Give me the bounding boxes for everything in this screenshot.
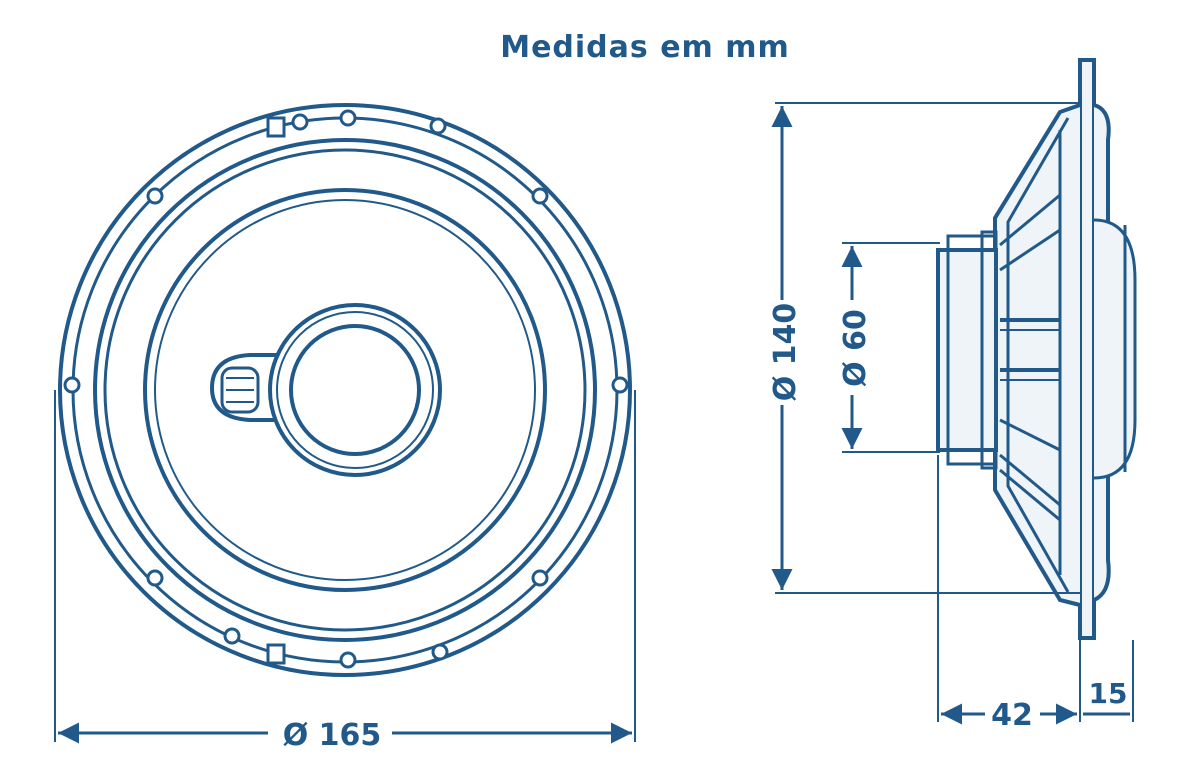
speaker-side-view [936, 58, 1137, 640]
mount-hole [63, 376, 81, 394]
mount-tab [266, 643, 286, 665]
mount-hole [531, 187, 549, 205]
speaker-front-view [58, 103, 632, 677]
tweeter-outer-ring [268, 303, 442, 477]
outer-diameter-label: Ø 165 [283, 718, 382, 753]
mount-hole [146, 569, 164, 587]
tweeter-dome [289, 324, 421, 456]
mount-hole [339, 651, 357, 669]
front-flange [1078, 58, 1096, 640]
side-dimensions [771, 102, 1134, 725]
basket-frame-inner [1006, 117, 1070, 593]
mount-hole [291, 113, 309, 131]
mount-diameter-label: Ø 140 [768, 303, 803, 402]
cone-outer-ring [143, 188, 547, 592]
mount-hole [223, 627, 241, 645]
page-title: Medidas em mm [500, 30, 790, 65]
cone-inner-ring [154, 199, 536, 581]
tweeter-mid-ring [276, 311, 434, 469]
outer-frame-ring [58, 103, 632, 677]
dust-cap [1093, 218, 1137, 480]
mount-tab [266, 116, 286, 138]
mount-depth-label: 42 [991, 698, 1033, 733]
outer-diameter-dimension [54, 390, 636, 744]
mount-hole [339, 109, 357, 127]
mount-hole [146, 187, 164, 205]
mount-hole [611, 376, 629, 394]
magnet-diameter-label: Ø 60 [838, 309, 873, 387]
mount-hole [531, 569, 549, 587]
mounting-ring [93, 138, 597, 642]
mount-hole [431, 643, 449, 661]
surround-ring [103, 148, 587, 632]
mount-hole [429, 117, 447, 135]
flange-depth-label: 15 [1089, 677, 1128, 710]
